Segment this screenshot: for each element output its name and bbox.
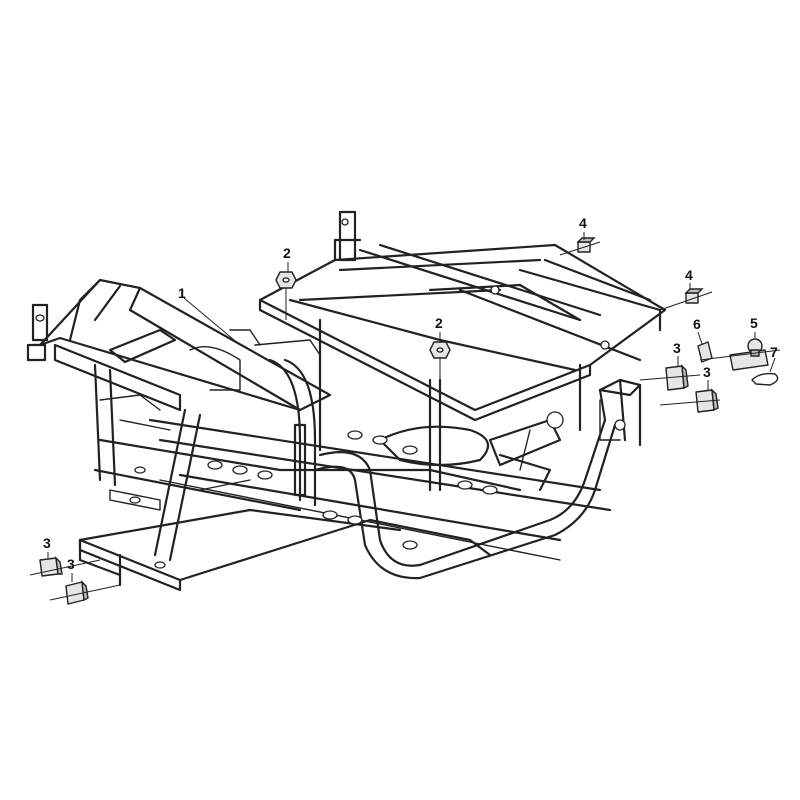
pad-part-3-right-upper [665, 364, 689, 391]
pad-part-3-left-upper [39, 556, 63, 577]
nut-part-2-lower [429, 341, 451, 359]
callout-1: 1 [178, 285, 186, 301]
callout-3-right-upper: 3 [673, 340, 681, 356]
callout-3-left-lower: 3 [67, 556, 75, 572]
callout-7: 7 [770, 344, 778, 360]
callout-3-left-upper: 3 [43, 535, 51, 551]
nut-part-2-upper [275, 271, 297, 289]
callout-6: 6 [693, 316, 701, 332]
hitch-ball-part-5 [729, 338, 769, 371]
leader-lines [29, 232, 781, 601]
callout-2-upper: 2 [283, 245, 291, 261]
main-frame [26, 210, 667, 592]
callout-2-lower: 2 [435, 315, 443, 331]
clip-pin-part-7 [751, 372, 779, 386]
callout-4-upper: 4 [579, 215, 587, 231]
callouts: 1 2 2 3 3 3 3 4 4 5 6 7 [43, 215, 778, 572]
pad-part-3-left-lower [65, 580, 89, 605]
callout-3-right-lower: 3 [703, 364, 711, 380]
callout-5: 5 [750, 315, 758, 331]
callout-4-lower: 4 [685, 267, 693, 283]
